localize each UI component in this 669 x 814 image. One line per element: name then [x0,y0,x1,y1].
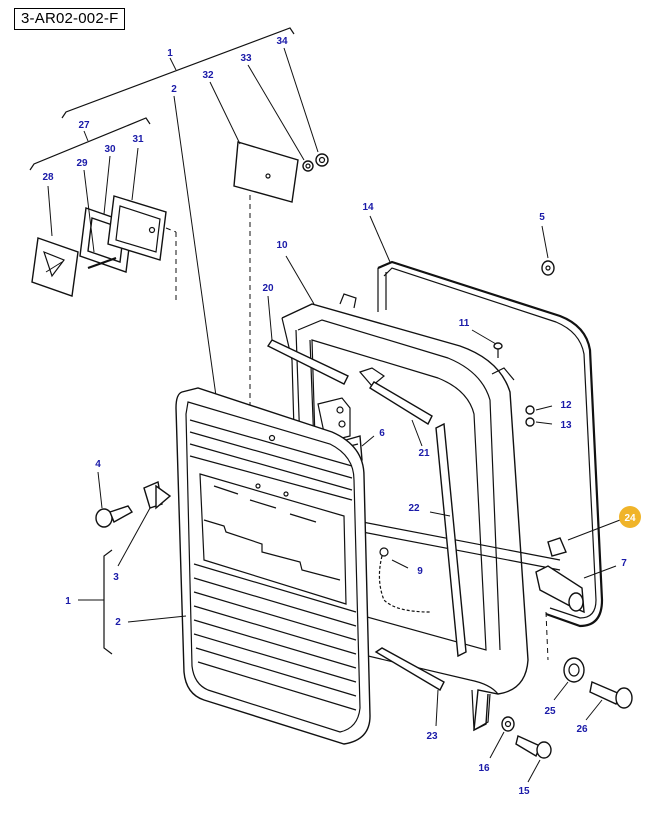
diagram-reference-code: 3-AR02-002-F [14,8,126,30]
callout-26: 26 [576,724,588,735]
front-grille-2 [175,387,371,745]
washer-16 [489,716,515,759]
callout-31: 31 [132,134,144,145]
seal-strip-20 [266,295,349,385]
seal-strip-21 [369,381,433,447]
seal-strip-22 [429,422,467,658]
callout-30: 30 [104,144,116,155]
nut-12 [525,405,553,415]
callout-28: 28 [42,172,54,183]
connector-24 [547,519,621,557]
callout-labels: 1 2 27 28 29 30 31 32 33 34 14 5 10 20 1… [42,36,641,797]
callout-1-side: 1 [65,596,71,607]
callout-6: 6 [379,428,385,439]
callout-21: 21 [418,448,430,459]
reflector-lens-28 [31,185,79,297]
callout-34: 34 [276,36,288,47]
callout-23: 23 [426,731,438,742]
callout-4: 4 [95,459,101,470]
bolt-26 [585,681,633,721]
leader-2-top [173,95,217,397]
callout-10: 10 [276,240,288,251]
callout-25: 25 [544,706,556,717]
screw-11 [471,329,503,358]
bracket-assembly-1 [61,27,295,119]
callout-2: 2 [171,84,177,95]
reflector-gasket-29-30 [79,155,133,273]
bolt-15 [515,735,552,783]
washer-34 [283,47,329,167]
grommet-25 [553,657,585,701]
callout-27: 27 [78,120,90,131]
callout-14: 14 [362,202,374,213]
reflector-3 [117,481,172,567]
callout-11: 11 [459,318,470,329]
callout-15: 15 [518,786,530,797]
nut-33 [247,64,314,172]
lamp-housing-10 [281,255,561,732]
nut-13 [525,417,553,427]
cover-plate-32 [209,81,299,412]
reflector-bracket-31 [107,147,177,300]
callout-5: 5 [539,212,545,223]
callout-12: 12 [560,400,572,411]
callout-32: 32 [202,70,214,81]
callout-16: 16 [478,763,490,774]
bracket-assembly-1-side [78,549,113,655]
seal-strip-23 [374,647,445,727]
callout-9: 9 [417,566,423,577]
callout-1: 1 [167,48,173,59]
callout-7: 7 [621,558,627,569]
seal-gasket-14 [369,215,604,628]
bracket-7 [535,565,617,661]
callout-20: 20 [262,283,274,294]
bracket-assembly-27 [29,117,151,171]
callout-29: 29 [76,158,88,169]
bolt-4 [95,471,134,528]
leader-2-side [127,615,187,623]
callout-24[interactable]: 24 [624,513,636,524]
callout-33: 33 [240,53,252,64]
chain-9 [378,547,431,613]
callout-24-highlight-badge[interactable] [619,506,641,528]
callout-2-side: 2 [115,617,121,628]
callout-22: 22 [408,503,420,514]
callout-3: 3 [113,572,119,583]
callout-13: 13 [560,420,572,431]
washer-5 [541,225,555,276]
